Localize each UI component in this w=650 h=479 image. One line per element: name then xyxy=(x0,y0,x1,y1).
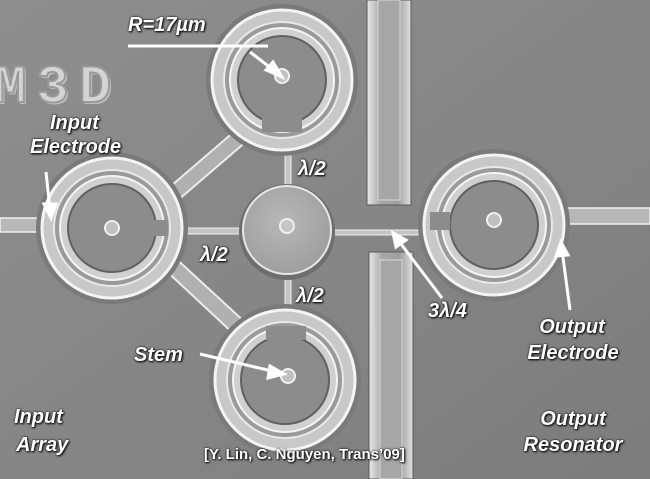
input-electrode-label-1: Input xyxy=(50,112,99,134)
center-disk-resonator xyxy=(239,184,335,280)
annotation-arrows xyxy=(41,44,572,381)
radius-label: R=17µm xyxy=(128,14,206,36)
upper-vertical-electrode-inner xyxy=(377,0,401,201)
input-electrode-label-2: Electrode xyxy=(30,136,122,158)
output-electrode-label-1: Output xyxy=(539,316,605,338)
output-electrode-label-2: Electrode xyxy=(527,342,619,364)
right-track xyxy=(559,207,650,225)
three-quarter-wave-label: 3λ/4 xyxy=(428,300,467,322)
citation: [Y. Lin, C. Nguyen, Trans’09] xyxy=(204,446,405,463)
output-ring-resonator xyxy=(418,149,570,301)
input-array-label-2: Array xyxy=(16,434,69,456)
output-resonator-label-2: Resonator xyxy=(523,434,623,456)
bottom-ring-resonator xyxy=(209,304,361,456)
half-wave-left-label: λ/2 xyxy=(200,244,228,266)
input-array-label-1: Input xyxy=(14,406,63,428)
stem-label: Stem xyxy=(134,344,183,366)
half-wave-top-label: λ/2 xyxy=(298,158,326,180)
left-ring-resonator xyxy=(36,152,188,304)
m3d-logo: M3D xyxy=(0,57,122,120)
lower-vertical-electrode-inner xyxy=(379,259,403,479)
top-ring-resonator xyxy=(206,4,358,156)
output-resonator-label-1: Output xyxy=(540,408,606,430)
half-wave-bottom-label: λ/2 xyxy=(296,285,324,307)
